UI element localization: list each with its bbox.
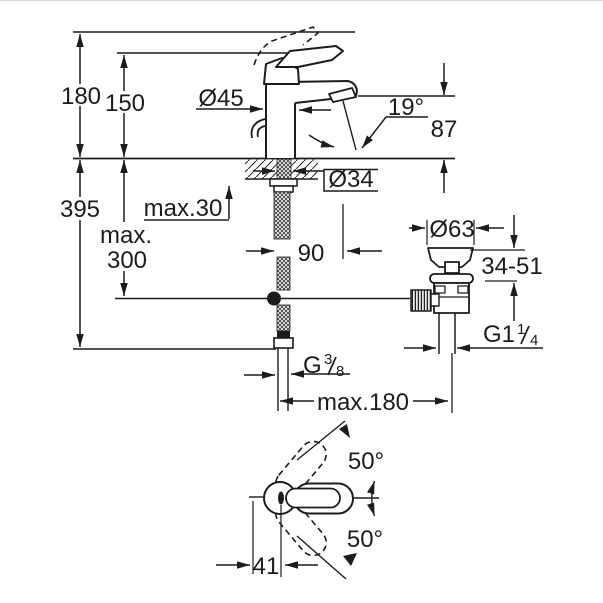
valve-slot-right <box>457 285 469 294</box>
upper-dimensions <box>196 63 448 255</box>
plan-arrow-down <box>343 553 357 566</box>
dim-395-text: 395 <box>60 196 100 223</box>
dim-g38-sup: 3 <box>324 351 332 368</box>
dim-g114-slash <box>520 325 530 345</box>
supply-parts <box>115 158 410 411</box>
dim-150-text: 150 <box>105 90 145 117</box>
drain-valve <box>410 247 474 354</box>
dim-g114-sub: 4 <box>530 332 538 349</box>
plan-pivot-mark <box>278 491 284 505</box>
dim-3451-text: 34-51 <box>481 253 542 280</box>
left-dimension-texts: 180 150 395 max. 300 max.30 <box>60 83 222 274</box>
dim-g114-sup: 1 <box>517 321 525 338</box>
rod-ball-joint <box>267 291 281 306</box>
lever-coupling <box>430 293 440 307</box>
hose-middle <box>276 256 291 291</box>
dim-max300-text-b: 300 <box>107 247 147 274</box>
handle-raised-dashed <box>253 26 319 66</box>
dim-dia34-frame <box>323 168 378 192</box>
valve-slot-left <box>434 285 446 294</box>
dim-150-bg <box>105 91 145 113</box>
dim-max180-bg <box>314 389 413 413</box>
plan-arrow-up <box>339 424 350 438</box>
faucet-body-fill <box>266 84 295 158</box>
hose-lower <box>276 304 291 332</box>
dim-50-bottom-text: 50° <box>347 526 383 553</box>
plan-leader-up <box>296 420 346 461</box>
mounting-nut-bottom <box>273 185 294 193</box>
dim-87-text: 87 <box>431 116 458 143</box>
plan-leader-down <box>296 535 347 580</box>
faucet-aerator <box>328 87 357 103</box>
handle-open-hook <box>250 118 266 139</box>
connector-nut <box>273 337 294 349</box>
dim-dia45-text: Ø45 <box>198 85 243 112</box>
plan-handle-lever <box>285 487 341 509</box>
dim-19-arc-arrow <box>308 134 335 148</box>
dim-dia63-text: Ø63 <box>429 216 474 243</box>
reference-lines <box>73 31 455 413</box>
dim-41-text: 41 <box>253 553 280 580</box>
dim-180-text: 180 <box>61 83 101 110</box>
deck-hatch-left <box>245 159 277 179</box>
dim-g114-base: G1 <box>483 321 515 348</box>
dim-395-bg <box>61 197 100 220</box>
valve-cup <box>427 247 474 268</box>
dim-19-leader <box>361 116 387 149</box>
lever-knob-knurled <box>410 289 432 312</box>
handle-plan-view: 50° 50° 41 <box>216 420 384 580</box>
dim-max30-text: max.30 <box>144 195 223 222</box>
dim-180-bg <box>62 84 100 106</box>
dim-50-top-text: 50° <box>348 448 384 475</box>
left-dimensions <box>76 34 233 347</box>
dim-max300-bg <box>100 222 152 271</box>
stream-angle-line <box>342 100 357 151</box>
dim-dia34-text: Ø34 <box>328 166 373 193</box>
dim-90-text: 90 <box>298 240 325 267</box>
drain-dimensions <box>404 215 543 352</box>
dim-g38-base: G <box>303 352 322 379</box>
dim-max300-text-a: max. <box>100 222 152 249</box>
mounting-nut-top <box>269 178 298 187</box>
faucet-spout-bottom <box>294 98 332 104</box>
connector-collar <box>277 331 290 338</box>
dim-max180-text: max.180 <box>317 389 409 416</box>
hose-upper <box>273 191 291 240</box>
dim-g38-slash <box>327 356 337 376</box>
handle-lever <box>275 45 344 68</box>
valve-key <box>444 261 460 274</box>
plan-swing-arc <box>367 480 376 517</box>
dim-g38-sub: 8 <box>336 363 344 380</box>
dim-19-text: 19° <box>388 94 424 121</box>
bottom-dimension-texts: G 3 8 max.180 <box>303 351 413 416</box>
faucet-spout-top <box>286 80 358 97</box>
valve-flange <box>429 273 474 284</box>
dim-3451-bg <box>481 255 543 277</box>
drain-dimension-texts: Ø63 34-51 G1 1 4 <box>429 216 543 349</box>
upper-dimension-texts: Ø45 Ø34 19° 87 90 <box>198 85 457 267</box>
faucet-front-view <box>250 26 358 158</box>
deck-hatch-right <box>291 159 318 179</box>
